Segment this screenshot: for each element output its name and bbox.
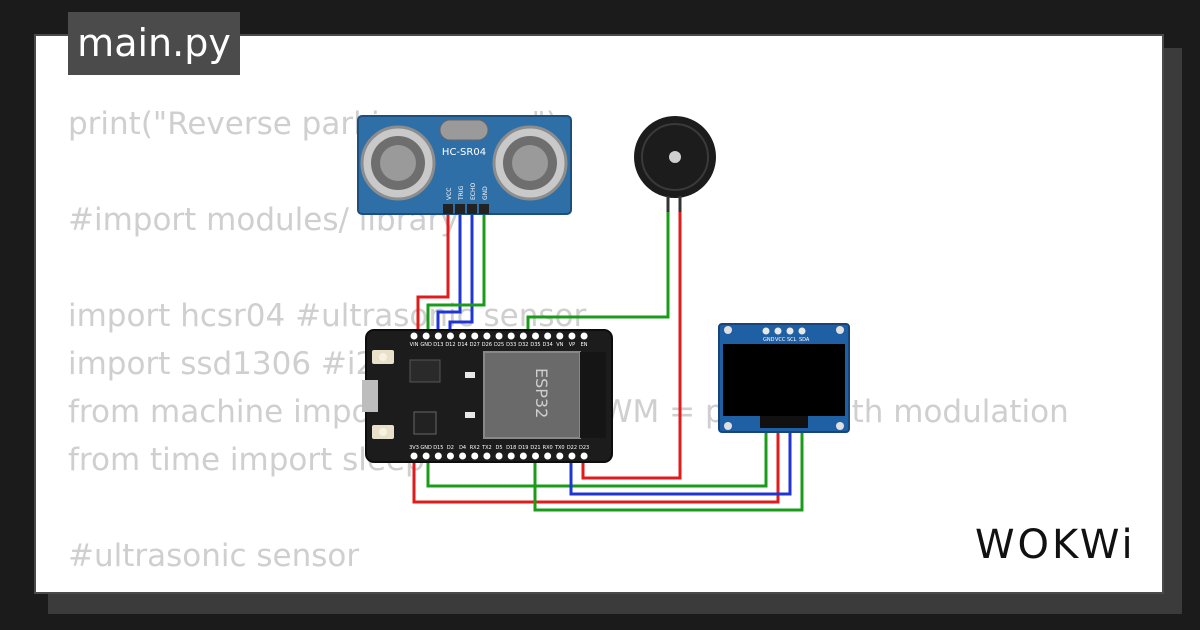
esp32-pin-bottom <box>446 452 454 460</box>
esp32-pin-top <box>483 332 491 340</box>
ultrasonic-label: HC-SR04 <box>442 147 486 158</box>
wire-buzzer-gnd <box>526 194 670 334</box>
esp32-pin-label: VIN <box>410 342 419 348</box>
esp32-pin-bottom <box>410 452 418 460</box>
esp32-pin-bottom <box>556 452 564 460</box>
oled-pin-gnd: GND <box>763 337 775 343</box>
esp32-pin-bottom <box>483 452 491 460</box>
esp32-pin-top <box>507 332 515 340</box>
esp32-pin-label: D33 <box>506 342 516 348</box>
esp32-pin-label: D23 <box>579 445 589 451</box>
esp32-pin-top <box>556 332 564 340</box>
wire-trig <box>436 212 462 334</box>
esp32-pin-label: TX2 <box>481 445 492 451</box>
esp32-pin-top <box>422 332 430 340</box>
oled-pin <box>762 327 770 335</box>
esp32-pin-holes <box>410 332 588 460</box>
esp32-pin-label: D15 <box>433 445 443 451</box>
esp32-pin-top <box>471 332 479 340</box>
esp32-pin-label: D32 <box>518 342 528 348</box>
esp32-pin-bottom <box>507 452 515 460</box>
esp32-pin-label: D14 <box>457 342 467 348</box>
esp32-pin-label: D27 <box>470 342 480 348</box>
esp32-pin-bottom <box>568 452 576 460</box>
oled-pin <box>774 327 782 335</box>
esp32-pin-label: RX2 <box>470 445 480 451</box>
buzzer[interactable] <box>634 116 716 212</box>
esp32-pin-top <box>459 332 467 340</box>
oled-pin <box>798 327 806 335</box>
esp32-pin-label: D21 <box>530 445 540 451</box>
esp32-pin-label: VN <box>556 342 563 348</box>
esp32-pin-label: D26 <box>482 342 492 348</box>
esp32-pin-top <box>568 332 576 340</box>
wokwi-logo: WOKWi <box>975 522 1136 568</box>
esp32-pin-label: D12 <box>445 342 455 348</box>
code-preview: print("Reverse parking sensor") #import … <box>68 100 1069 580</box>
file-tab[interactable]: main.py <box>68 12 240 75</box>
oled-pin-vcc: VCC <box>775 337 786 343</box>
esp32-pin-bottom <box>459 452 467 460</box>
esp32-pin-bottom <box>422 452 430 460</box>
ultrasonic-sensor[interactable]: HC-SR04 VCC TRIG ECHO GND <box>357 115 572 215</box>
esp32-pin-label: 3V3 <box>409 445 419 451</box>
esp32-pin-bottom <box>495 452 503 460</box>
esp32-pin-label: D34 <box>543 342 553 348</box>
esp32-pin-label: D4 <box>459 445 466 451</box>
esp32-pin-bottom <box>580 452 588 460</box>
oled-pin-scl: SCL <box>787 337 797 343</box>
esp32-pin-bottom <box>434 452 442 460</box>
esp32-pin-label: GND <box>420 342 432 348</box>
wire-vcc <box>416 212 450 334</box>
esp32-pin-label: GND <box>420 445 432 451</box>
oled-display[interactable]: GND VCC SCL SDA <box>718 323 850 433</box>
esp32-pin-top <box>519 332 527 340</box>
us-pin-trig: TRIG <box>458 185 465 201</box>
esp32-pin-label: D2 <box>447 445 454 451</box>
esp32-pin-bottom <box>471 452 479 460</box>
esp32-pin-label: TX0 <box>554 445 565 451</box>
esp32-pin-label: RX0 <box>543 445 553 451</box>
esp32-pin-bottom <box>519 452 527 460</box>
esp32-pin-top <box>544 332 552 340</box>
esp32-pin-top <box>495 332 503 340</box>
us-pin-echo: ECHO <box>470 183 477 200</box>
oled-pin-headers <box>762 327 806 335</box>
code-line: #ultrasonic sensor <box>68 538 360 574</box>
esp32-pin-label: D19 <box>518 445 528 451</box>
esp32-pin-top <box>446 332 454 340</box>
wire-echo <box>448 212 474 334</box>
esp32-pin-top <box>580 332 588 340</box>
esp32-pin-top <box>532 332 539 340</box>
esp32-pin-label: D18 <box>506 445 516 451</box>
us-pin-gnd: GND <box>482 186 489 200</box>
esp32-label: ESP32 <box>532 368 551 418</box>
oled-pin <box>786 327 794 335</box>
esp32-pin-label: D25 <box>494 342 504 348</box>
code-line: import ssd1306 #i2c oled <box>68 346 469 382</box>
esp32-pin-bottom <box>544 452 552 460</box>
esp32-pin-label: VP <box>569 342 575 348</box>
esp32-pin-label: EN <box>581 342 588 348</box>
esp32-pin-bottom <box>532 452 539 460</box>
esp32-pin-label: D22 <box>567 445 577 451</box>
oled-pin-sda: SDA <box>799 337 810 343</box>
wire-buzzer-sig <box>581 194 682 480</box>
esp32-pin-label: D13 <box>433 342 443 348</box>
wire-gnd <box>426 212 486 334</box>
esp32-pin-top <box>434 332 442 340</box>
esp32-pin-label: D35 <box>530 342 540 348</box>
esp32-pin-top <box>410 332 418 340</box>
us-pin-vcc: VCC <box>446 188 453 200</box>
esp32-pin-label: D5 <box>496 445 503 451</box>
